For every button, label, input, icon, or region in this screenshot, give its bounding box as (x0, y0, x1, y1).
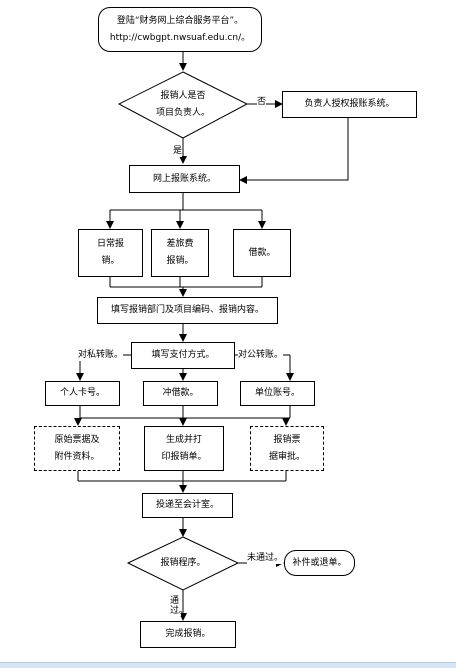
label-no: 否 (257, 97, 267, 108)
label-to-private: 对私转账。 (78, 350, 124, 361)
type-travel-node: 差旅费 报销。 (151, 229, 209, 277)
start-line-1: 登陆“财务网上综合服务平台”。 (116, 15, 244, 26)
label-yes: 是 (173, 146, 183, 157)
label-pass: 通过。 (170, 596, 189, 616)
deliver-accounting-node: 投递至会计室。 (142, 493, 233, 518)
docs-print-form-node: 生成并打 印报销单。 (144, 426, 224, 471)
start-line-2: http://cwbgpt.nwsuaf.edu.cn/。 (109, 32, 251, 43)
payee-offset-loan-node: 冲借款。 (143, 381, 218, 406)
supplement-node: 补件或退单。 (284, 550, 355, 576)
online-system-node: 网上报账系统。 (129, 165, 240, 193)
docs-original-receipts-node: 原始票据及 附件资料。 (34, 426, 120, 471)
start-node: 登陆“财务网上综合服务平台”。 http://cwbgpt.nwsuaf.edu… (98, 7, 262, 52)
decision-leader-text: 报销人是否 项目负责人。 (155, 91, 210, 118)
pay-method-node: 填写支付方式。 (131, 342, 235, 369)
payee-personal-card-node: 个人卡号。 (45, 381, 120, 406)
bottom-bar (0, 662, 456, 668)
label-to-public: 对公转账。 (238, 350, 284, 361)
decision-review-text: 报销程序。 (160, 558, 206, 568)
authorize-node: 负责人授权报账系统。 (282, 91, 417, 118)
docs-approval-node: 报销票 据审批。 (250, 426, 324, 471)
fill-department-node: 填写报销部门及项目编码、报销内容。 (97, 297, 278, 324)
decision-diamond-leader (117, 71, 249, 139)
type-daily-node: 日常报 销。 (78, 229, 143, 277)
label-fail: 未通过。 (247, 553, 284, 564)
payee-unit-account-node: 单位账号。 (240, 381, 315, 406)
complete-node: 完成报销。 (140, 621, 236, 648)
decision-diamond-review (126, 536, 240, 591)
type-loan-node: 借款。 (233, 229, 291, 277)
